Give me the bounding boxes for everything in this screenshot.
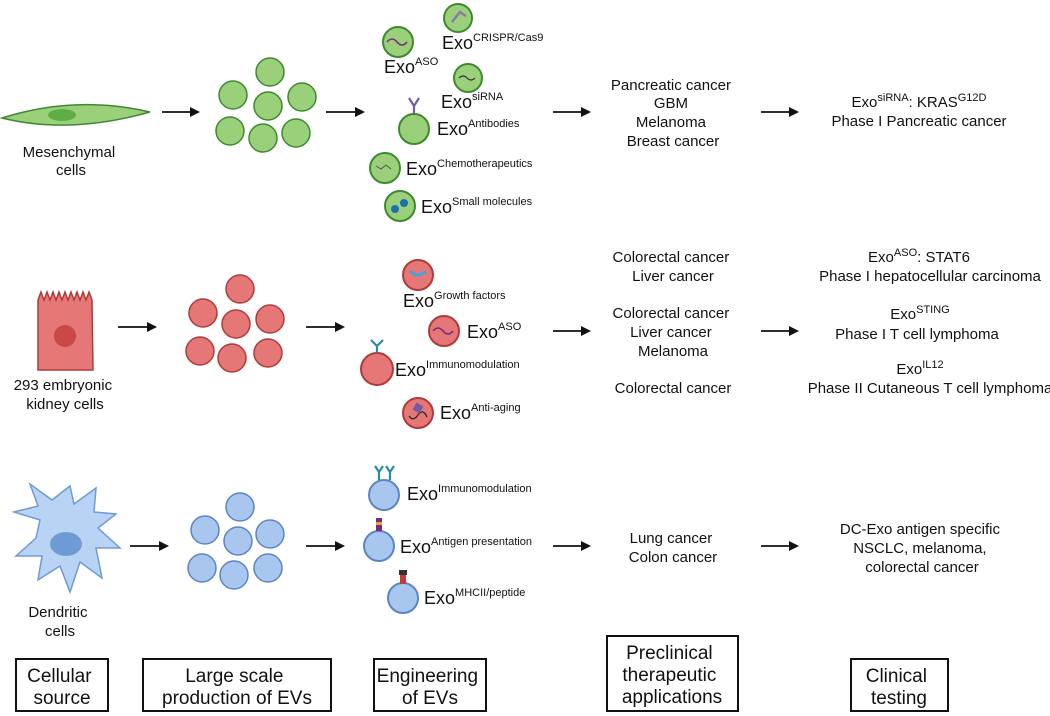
exo-growth-factors-label: ExoGrowth factors — [403, 290, 506, 311]
vesicle-icon — [453, 63, 483, 93]
clinical-row2b-phase: Phase I T cell lymphoma — [835, 326, 999, 343]
vesicle-icon — [402, 259, 434, 291]
preclinical-list-row1: Pancreatic cancer GBM Melanoma Breast ca… — [611, 77, 735, 150]
clinical-row2c: ExoIL12 — [896, 359, 943, 378]
vesicle-icon — [363, 518, 395, 562]
exo-anti-aging-label: ExoAnti-aging — [440, 402, 521, 423]
vesicle-icon — [368, 479, 400, 511]
clinical-row1-phase: Phase I Pancreatic cancer — [831, 113, 1006, 130]
vesicle-icon — [369, 152, 401, 184]
preclinical-list-row2b: Colorectal cancer Liver cancer Melanoma — [613, 305, 734, 360]
preclinical-list-row3: Lung cancer Colon cancer — [629, 530, 717, 566]
clinical-row2c-phase: Phase II Cutaneous T cell lymphoma — [808, 380, 1050, 397]
exo-immunomodulation-label: ExoImmunomodulation — [395, 359, 520, 380]
exo-small-molecules-label: ExoSmall molecules — [421, 196, 533, 217]
source-label-dendritic: Dendritic cells — [28, 604, 91, 640]
clinical-row2b: ExoSTING — [890, 304, 949, 323]
preclinical-list-row2c: Colorectal cancer — [615, 380, 732, 397]
svg-text:Large scale production o: Large scale production of EVs — [162, 666, 312, 709]
exo-mhcii-label: ExoMHCII/peptide — [424, 587, 525, 608]
exo-aso-label-2: ExoASO — [467, 321, 522, 342]
ev-cluster-blue — [187, 492, 285, 590]
exo-sirna-label: ExosiRNA — [441, 91, 504, 112]
stage-box-engineering: Engineering of EVs — [373, 658, 487, 712]
svg-text:Preclinical therapeutic: Preclinical therapeutic applications — [622, 643, 722, 708]
vesicle-icon — [382, 26, 414, 58]
exo-crispr-label: ExoCRISPR/Cas9 — [442, 32, 543, 53]
stage-box-clinical: Clinical testing — [850, 658, 949, 712]
vesicle-icon — [443, 3, 473, 33]
kidney-cell-icon — [37, 289, 94, 371]
preclinical-list-row2a: Colorectal cancer Liver cancer — [613, 249, 734, 285]
antibody-icon — [370, 339, 384, 353]
vesicle-icon — [360, 352, 394, 386]
stage-box-large-scale: Large scale production of EVs — [142, 658, 332, 712]
ev-cluster-red — [185, 274, 285, 373]
stage-box-preclinical: Preclinical therapeutic applications — [606, 635, 739, 712]
vesicle-icon — [402, 397, 434, 429]
vesicle-icon — [384, 190, 416, 222]
exo-antigen-presentation-label: ExoAntigen presentation — [400, 536, 532, 557]
clinical-row3: DC-Exo antigen specific NSCLC, melanoma,… — [840, 521, 1004, 576]
svg-text:Clinical testing: Clinical testing — [866, 666, 933, 709]
source-label-kidney: 293 embryonic kidney cells — [14, 377, 117, 413]
vesicle-icon — [387, 570, 419, 614]
exo-chemotherapeutics-label: ExoChemotherapeutics — [406, 158, 533, 179]
source-label-mesenchymal: Mesenchymal cells — [23, 144, 120, 179]
dendritic-cell-icon — [11, 481, 122, 595]
exo-aso-label: ExoASO — [384, 56, 439, 77]
antibody-icon — [374, 465, 395, 480]
svg-text:Cellular source: Cellular source — [27, 666, 97, 709]
vesicle-icon — [428, 315, 460, 347]
vesicle-icon — [398, 113, 430, 145]
exo-immunomodulation-label-2: ExoImmunomodulation — [407, 483, 532, 504]
antibody-icon — [408, 97, 420, 114]
exo-antibodies-label: ExoAntibodies — [437, 118, 520, 139]
mesenchymal-cell-icon — [0, 103, 151, 126]
clinical-row1: ExosiRNA: KRASG12D — [852, 92, 987, 111]
svg-text:Engineering of EVs: Engineering of EVs — [377, 666, 484, 709]
stage-box-cellular-source: Cellular source — [15, 658, 109, 712]
clinical-row2a: ExoASO: STAT6 — [868, 247, 970, 266]
clinical-row2a-phase: Phase I hepatocellular carcinoma — [819, 268, 1041, 285]
ev-cluster-green — [215, 57, 317, 153]
